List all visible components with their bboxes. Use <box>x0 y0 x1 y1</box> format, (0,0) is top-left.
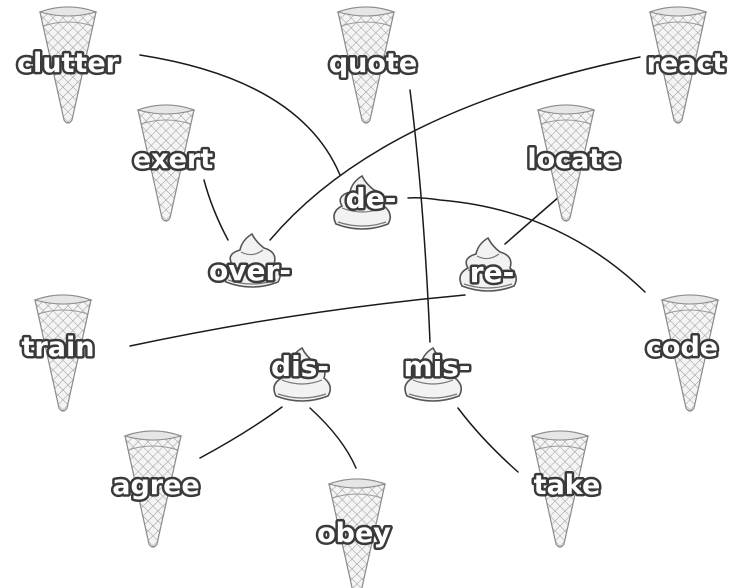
word-label: obey <box>317 518 391 549</box>
connection-line-exert <box>203 179 229 241</box>
connection-line-obey <box>309 407 357 469</box>
word-item-take: take <box>531 430 603 548</box>
word-label: clutter <box>17 48 120 79</box>
word-item-quote: quote <box>326 6 420 124</box>
word-item-exert: exert <box>130 104 216 222</box>
prefix-label: mis- <box>403 350 470 383</box>
word-label: exert <box>133 144 213 175</box>
prefix-item-dis: dis- <box>269 347 331 402</box>
connection-line-take <box>457 407 519 473</box>
connection-line-agree <box>199 406 283 459</box>
connection-line-react <box>269 56 641 241</box>
prefix-item-over: over- <box>207 233 293 290</box>
prefix-label: over- <box>209 254 291 287</box>
word-label: react <box>647 48 726 79</box>
prefix-label: de- <box>346 182 397 215</box>
word-item-train: train <box>19 294 97 412</box>
word-label: train <box>22 332 95 363</box>
prefix-label: dis- <box>271 350 329 383</box>
connection-line-train <box>129 294 466 347</box>
word-items: clutter quote react exert locate train code agr… <box>15 6 728 588</box>
word-label: locate <box>527 144 620 175</box>
connection-lines <box>129 54 646 473</box>
word-label: code <box>646 332 718 363</box>
word-label: take <box>534 470 601 501</box>
prefix-item-mis: mis- <box>401 347 473 402</box>
connection-line-code <box>407 197 646 293</box>
word-label: agree <box>112 470 200 501</box>
connection-line-quote <box>409 89 431 343</box>
prefix-item-re: re- <box>459 237 518 292</box>
word-item-code: code <box>643 294 721 412</box>
connection-line-locate <box>504 195 561 245</box>
word-item-clutter: clutter <box>15 6 122 124</box>
word-item-obey: obey <box>315 478 394 588</box>
prefix-item-de: de- <box>333 175 399 230</box>
word-item-locate: locate <box>525 104 623 222</box>
word-item-agree: agree <box>110 430 202 548</box>
word-item-react: react <box>644 6 728 124</box>
connection-line-clutter <box>139 54 341 176</box>
prefix-label: re- <box>470 256 514 289</box>
word-label: quote <box>329 48 417 79</box>
